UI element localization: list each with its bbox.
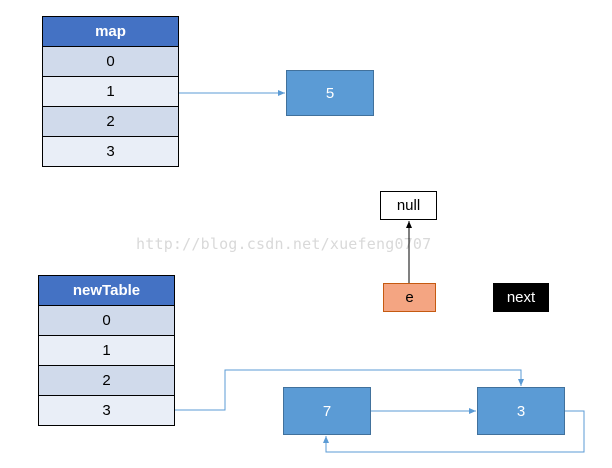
map-row-2: 2 [42, 107, 179, 137]
node-seven: 7 [283, 387, 371, 435]
new-table-row-0: 0 [38, 306, 175, 336]
map-table: map 0 1 2 3 [42, 16, 179, 167]
new-table: newTable 0 1 2 3 [38, 275, 175, 426]
node-five: 5 [286, 70, 374, 116]
new-table-row-2: 2 [38, 366, 175, 396]
node-three: 3 [477, 387, 565, 435]
arrow-three-to-seven [323, 410, 585, 453]
watermark-text: http://blog.csdn.net/xuefeng0707 [136, 235, 432, 253]
arrow-newtable3-to-three [175, 369, 524, 411]
new-table-header: newTable [38, 275, 175, 306]
e-box: e [383, 283, 436, 312]
map-row-3: 3 [42, 137, 179, 167]
map-row-1: 1 [42, 77, 179, 107]
null-box: null [380, 191, 437, 220]
new-table-row-1: 1 [38, 336, 175, 366]
map-row-0: 0 [42, 47, 179, 77]
new-table-row-3: 3 [38, 396, 175, 426]
next-box: next [493, 283, 549, 312]
map-table-header: map [42, 16, 179, 47]
